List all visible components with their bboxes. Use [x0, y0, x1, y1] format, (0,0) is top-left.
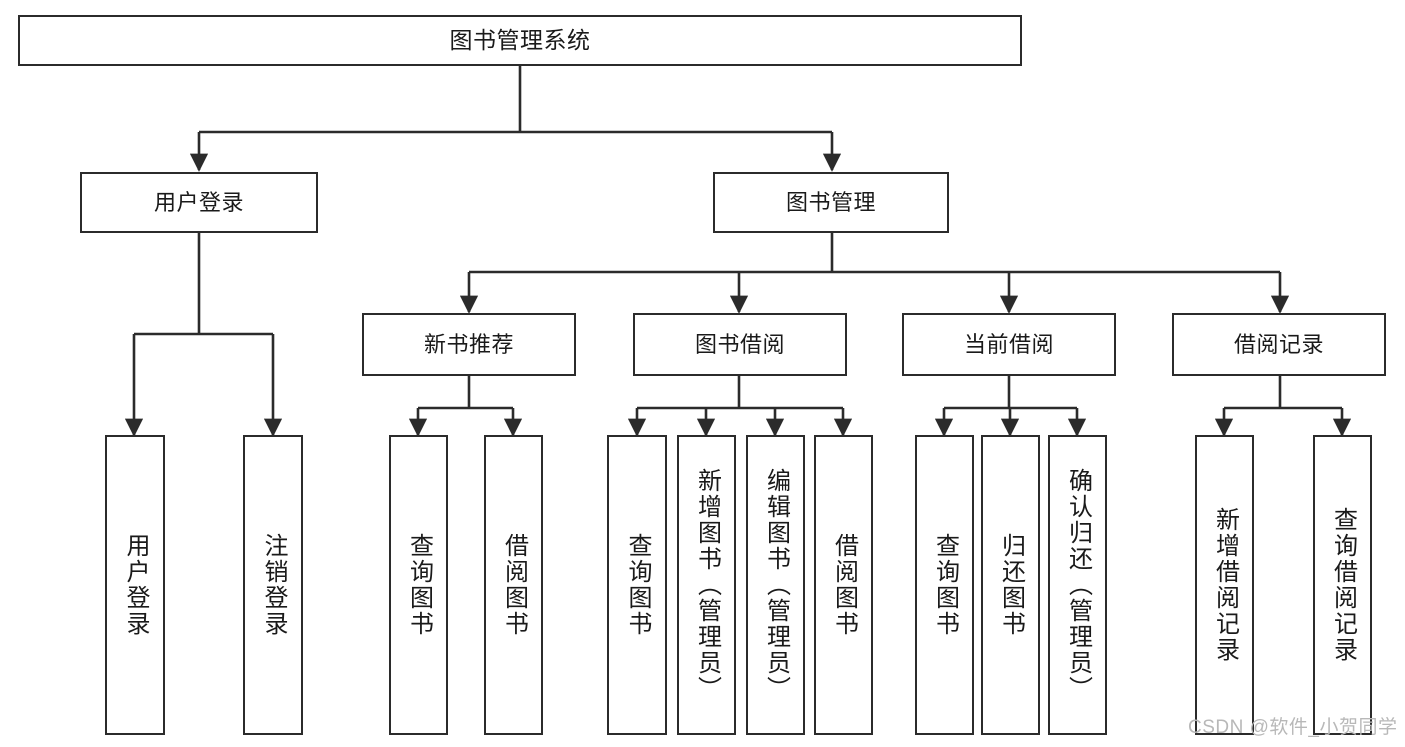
node-borrow-record[interactable]: 借阅记录	[1172, 313, 1386, 376]
node-current-borrow-label: 当前借阅	[963, 331, 1054, 357]
node-user-login[interactable]: 用户登录	[80, 172, 318, 233]
node-root-label: 图书管理系统	[449, 27, 591, 54]
node-leaf-query-book-2[interactable]: 查询图书	[607, 435, 667, 735]
node-leaf-query-record[interactable]: 查询借阅记录	[1313, 435, 1372, 735]
node-leaf-add-book-label: 新增图书（管理员）	[693, 468, 721, 702]
node-book-borrow[interactable]: 图书借阅	[633, 313, 847, 376]
node-book-manage[interactable]: 图书管理	[713, 172, 949, 233]
node-leaf-query-record-label: 查询借阅记录	[1329, 507, 1357, 663]
node-book-borrow-label: 图书借阅	[694, 331, 785, 357]
node-leaf-add-book[interactable]: 新增图书（管理员）	[677, 435, 736, 735]
node-current-borrow[interactable]: 当前借阅	[902, 313, 1116, 376]
node-leaf-query-book-3[interactable]: 查询图书	[915, 435, 974, 735]
node-leaf-return-book[interactable]: 归还图书	[981, 435, 1040, 735]
node-borrow-record-label: 借阅记录	[1233, 331, 1324, 357]
node-leaf-user-login[interactable]: 用户登录	[105, 435, 165, 735]
node-leaf-return-book-label: 归还图书	[997, 533, 1025, 637]
node-leaf-logout-label: 注销登录	[259, 533, 287, 637]
node-leaf-logout[interactable]: 注销登录	[243, 435, 303, 735]
node-leaf-query-book-1-label: 查询图书	[405, 533, 433, 637]
node-new-book-recommend-label: 新书推荐	[423, 331, 514, 357]
node-leaf-borrow-book-2-label: 借阅图书	[830, 533, 858, 637]
node-leaf-add-record-label: 新增借阅记录	[1211, 507, 1239, 663]
node-leaf-borrow-book-2[interactable]: 借阅图书	[814, 435, 873, 735]
node-new-book-recommend[interactable]: 新书推荐	[362, 313, 576, 376]
node-book-manage-label: 图书管理	[785, 189, 876, 215]
node-leaf-edit-book[interactable]: 编辑图书（管理员）	[746, 435, 805, 735]
node-leaf-add-record[interactable]: 新增借阅记录	[1195, 435, 1254, 735]
node-leaf-query-book-2-label: 查询图书	[623, 533, 651, 637]
node-leaf-borrow-book-1[interactable]: 借阅图书	[484, 435, 543, 735]
node-user-login-label: 用户登录	[153, 189, 244, 215]
csdn-watermark: CSDN @软件_小贺同学	[1188, 717, 1398, 738]
node-leaf-edit-book-label: 编辑图书（管理员）	[762, 468, 790, 702]
node-leaf-confirm-return-label: 确认归还（管理员）	[1064, 468, 1092, 702]
node-leaf-borrow-book-1-label: 借阅图书	[500, 533, 528, 637]
node-leaf-query-book-1[interactable]: 查询图书	[389, 435, 448, 735]
node-leaf-confirm-return[interactable]: 确认归还（管理员）	[1048, 435, 1107, 735]
node-root[interactable]: 图书管理系统	[18, 15, 1022, 66]
node-leaf-query-book-3-label: 查询图书	[931, 533, 959, 637]
node-leaf-user-login-label: 用户登录	[121, 533, 149, 637]
